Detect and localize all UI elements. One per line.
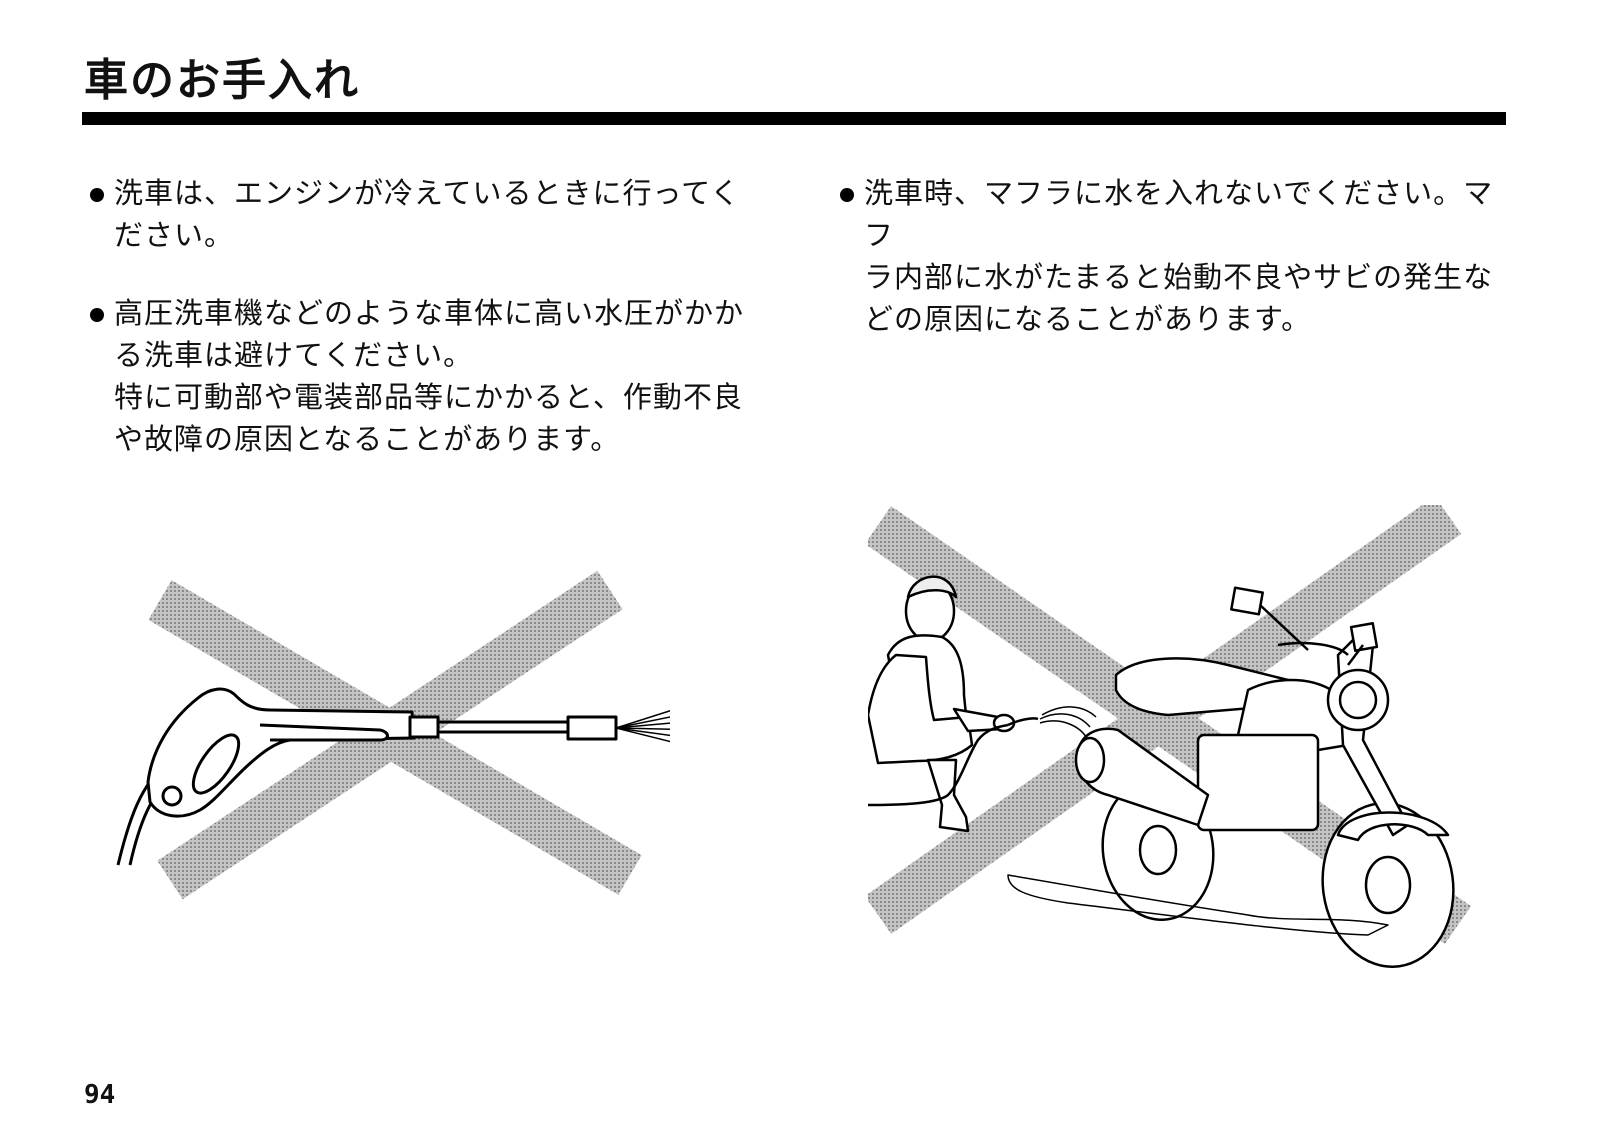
bullet-icon — [840, 188, 854, 202]
page-title: 車のお手入れ — [84, 55, 360, 106]
title-rule — [82, 112, 1506, 125]
bullet-text: 高圧洗車機などのような車体に高い水圧がかか る洗車は避けてください。 特に可動部… — [114, 296, 745, 456]
pressure-washer-gun-icon — [116, 687, 705, 866]
list-item: 洗車は、エンジンが冷えているときに行ってく ださい。 — [86, 172, 786, 256]
hose-icon — [867, 706, 1097, 807]
list-item: 洗車時、マフラに水を入れないでください。マフ ラ内部に水がたまると始動不良やサビ… — [836, 172, 1516, 340]
right-column: 洗車時、マフラに水を入れないでください。マフ ラ内部に水がたまると始動不良やサビ… — [836, 172, 1516, 376]
motorcycle-icon — [1007, 586, 1455, 968]
list-item: 高圧洗車機などのような車体に高い水圧がかか る洗車は避けてください。 特に可動部… — [86, 292, 786, 460]
bullet-icon — [90, 188, 104, 202]
prohibited-washing-muffler-icon — [864, 496, 1508, 995]
person-icon — [866, 575, 1016, 833]
bullet-icon — [90, 308, 104, 322]
bullet-text: 洗車時、マフラに水を入れないでください。マフ ラ内部に水がたまると始動不良やサビ… — [864, 176, 1494, 336]
left-column: 洗車は、エンジンが冷えているときに行ってく ださい。 高圧洗車機などのような車体… — [86, 172, 786, 496]
bullet-text: 洗車は、エンジンが冷えているときに行ってく ださい。 — [114, 176, 741, 252]
prohibited-pressure-washer-icon — [110, 570, 705, 930]
page-number: 94 — [84, 1080, 116, 1110]
